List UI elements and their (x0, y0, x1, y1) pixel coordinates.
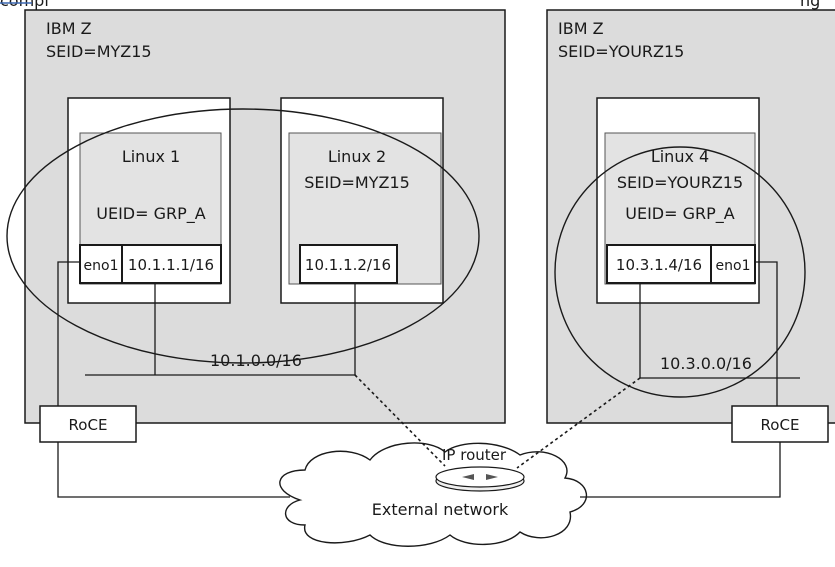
subnet-right-label: 10.3.0.0/16 (660, 354, 752, 373)
route-right-dotted (516, 377, 641, 469)
linux1-eno1-to-roce (57, 261, 80, 406)
linux1-eno1-label: eno1 (84, 258, 119, 274)
linux4-eno1-box (710, 244, 756, 284)
roce-right-label: RoCE (761, 416, 800, 434)
cpc-right-title: IBM Z (558, 19, 604, 38)
roce-left-label: RoCE (69, 416, 108, 434)
router-arrows-icon (462, 474, 498, 480)
linux1-name: Linux 1 (122, 147, 180, 166)
roce-left-box (39, 405, 137, 443)
router-icon-top (435, 466, 525, 488)
linux2-ip-box (299, 244, 398, 284)
router-label: IP router (442, 446, 507, 464)
linux4-ueid: UEID= GRP_A (625, 204, 735, 224)
cpc-left-title: IBM Z (46, 19, 92, 38)
subnet-left-label: 10.1.0.0/16 (210, 351, 302, 370)
linux4-eno1-to-roce (755, 261, 778, 406)
linux2-name: Linux 2 (328, 147, 386, 166)
linux4-ip-box (606, 244, 712, 284)
linux2-ip-label: 10.1.1.2/16 (305, 256, 391, 274)
header-fragment-right: ng (800, 0, 820, 10)
roce-right-to-network (580, 442, 781, 498)
roce-right-box (731, 405, 829, 443)
external-network-label: External network (372, 500, 509, 519)
linux1-ueid: UEID= GRP_A (96, 204, 206, 224)
group-circle-right (554, 146, 806, 398)
linux1-ip-label: 10.1.1.1/16 (128, 256, 214, 274)
linux1-ip-box (121, 244, 222, 284)
external-network-cloud (279, 442, 588, 547)
linux4-seid: SEID=YOURZ15 (617, 173, 743, 192)
cpc-right-seid: SEID=YOURZ15 (558, 42, 684, 61)
linux4-name: Linux 4 (651, 147, 709, 166)
roce-left-to-network (57, 442, 290, 498)
group-ellipse-left (6, 108, 480, 364)
linux4-eno1-label: eno1 (716, 258, 751, 274)
linux2-seid: SEID=MYZ15 (304, 173, 410, 192)
linux4-ip-label: 10.3.1.4/16 (616, 256, 702, 274)
cpc-left-seid: SEID=MYZ15 (46, 42, 152, 61)
header-fragment: compl (0, 0, 49, 10)
